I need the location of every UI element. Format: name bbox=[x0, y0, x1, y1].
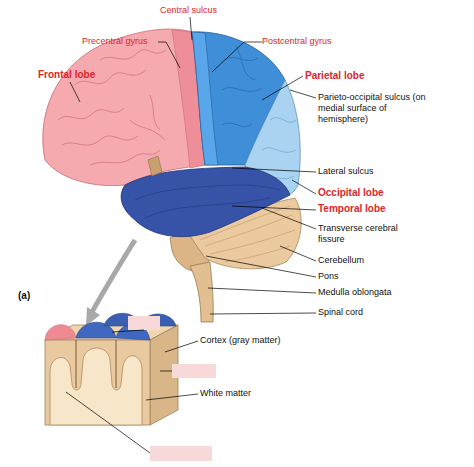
medulla-shape bbox=[190, 262, 213, 322]
lobe-label: Postcentral gyrus bbox=[262, 36, 352, 47]
part-label: Spinal cord bbox=[318, 307, 418, 318]
sulcus-lines bbox=[76, 340, 116, 388]
part-label: Medulla oblongata bbox=[318, 287, 418, 298]
lobe-label: Precentral gyrus bbox=[82, 36, 162, 47]
leader-line bbox=[208, 288, 316, 293]
leader-line bbox=[70, 82, 80, 102]
lobe-label: Frontal lobe bbox=[38, 69, 118, 80]
part-label: Cerebellum bbox=[318, 255, 418, 266]
leader-line bbox=[66, 392, 150, 453]
leader-line bbox=[210, 313, 316, 314]
part-label: Transverse cerebral fissure bbox=[318, 223, 398, 245]
leader-line bbox=[262, 208, 316, 229]
leader-line bbox=[112, 330, 144, 332]
leader-line bbox=[232, 168, 316, 172]
block-front-face bbox=[45, 340, 150, 425]
part-label: Cortex (gray matter) bbox=[200, 335, 310, 346]
leader-line bbox=[158, 42, 180, 68]
leader-line bbox=[160, 371, 172, 372]
part-label: Pons bbox=[318, 271, 418, 282]
pink-cortex-bump bbox=[45, 325, 76, 340]
leader-line bbox=[292, 180, 316, 194]
temporal-lobe-shape bbox=[121, 167, 290, 237]
insula-stub bbox=[148, 156, 162, 176]
leader-line bbox=[290, 90, 316, 98]
leader-line bbox=[262, 76, 303, 100]
part-label: White matter bbox=[200, 388, 300, 399]
leader-line bbox=[206, 256, 316, 277]
leader-line bbox=[165, 341, 198, 352]
leader-line bbox=[212, 42, 262, 72]
blank-label-box bbox=[172, 364, 216, 378]
postcentral-gyrus-shape bbox=[192, 32, 218, 165]
leader-lines bbox=[66, 17, 316, 453]
frontal-gyri bbox=[58, 50, 166, 165]
frontal-lobe-shape bbox=[43, 29, 205, 186]
part-label: Lateral sulcus bbox=[318, 166, 418, 177]
part-label: (a) bbox=[18, 290, 48, 301]
lobe-label: Occipital lobe bbox=[318, 187, 418, 198]
leader-line bbox=[280, 246, 316, 261]
lobe-label: Temporal lobe bbox=[318, 203, 418, 214]
zoom-arrow bbox=[92, 240, 135, 312]
blank-label-box bbox=[128, 316, 160, 330]
blank-label-box bbox=[150, 446, 212, 461]
leader-line bbox=[146, 394, 198, 400]
part-label: Parieto-occipital sulcus (on medial surf… bbox=[318, 92, 438, 125]
temporal-gyri bbox=[135, 185, 280, 218]
lobe-label: Parietal lobe bbox=[305, 70, 385, 81]
lobe-label: Central sulcus bbox=[160, 5, 250, 16]
leader-line bbox=[190, 17, 192, 40]
leader-line bbox=[232, 206, 316, 210]
